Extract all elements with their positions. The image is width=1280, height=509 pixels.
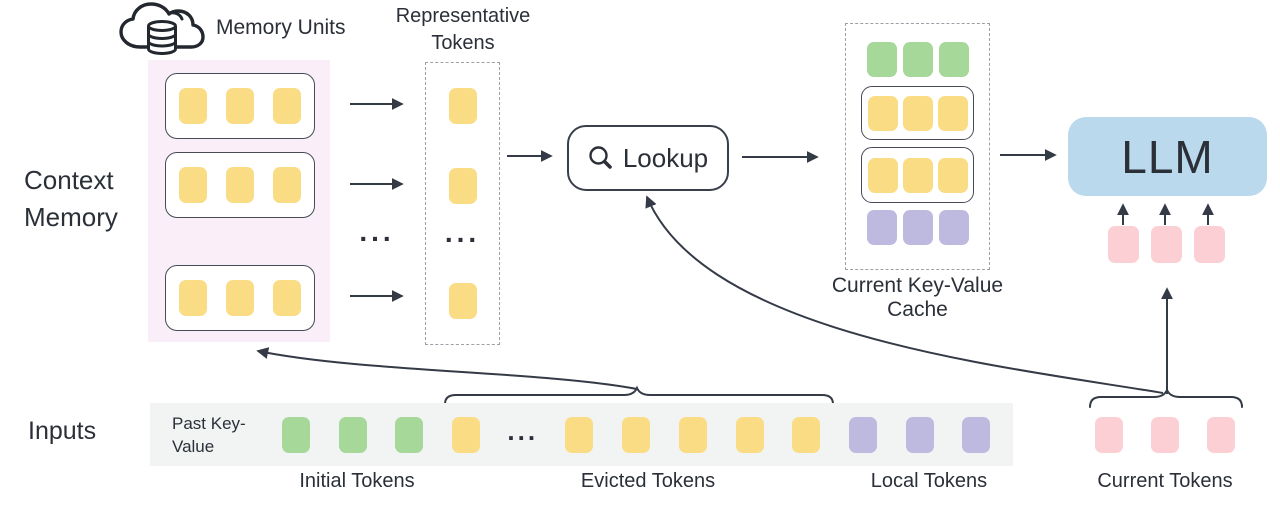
current-kv-cache-box bbox=[845, 23, 990, 270]
past-token-sequence: ... bbox=[282, 416, 991, 453]
current-token bbox=[1151, 417, 1179, 453]
search-icon bbox=[589, 146, 612, 169]
evicted-token bbox=[792, 417, 821, 453]
memory-rep-ellipsis: ... bbox=[359, 216, 395, 247]
retrieved-memory-token bbox=[902, 95, 933, 131]
initial-token bbox=[282, 417, 310, 453]
lookup-button: Lookup bbox=[567, 125, 729, 191]
memory-unit-token bbox=[226, 167, 254, 203]
representative-token bbox=[448, 88, 477, 124]
representative-token-slot bbox=[426, 283, 499, 319]
local-token bbox=[962, 417, 991, 453]
local-token bbox=[938, 210, 969, 245]
sequence-ellipsis: ... bbox=[507, 416, 539, 453]
llm-box: LLM bbox=[1068, 117, 1267, 196]
cache-initial-row bbox=[846, 42, 989, 77]
local-token bbox=[866, 210, 897, 245]
lookup-label: Lookup bbox=[622, 142, 709, 173]
llm-input-tokens bbox=[1108, 226, 1225, 263]
evicted-token bbox=[735, 417, 764, 453]
current-token bbox=[1207, 417, 1235, 453]
cloud-database-icon bbox=[119, 2, 205, 55]
representative-tokens-label: Representative Tokens bbox=[395, 5, 531, 54]
memory-unit-token bbox=[273, 280, 301, 316]
current-token bbox=[1194, 226, 1225, 263]
local-token bbox=[902, 210, 933, 245]
memory-unit bbox=[165, 73, 315, 139]
memory-unit-token bbox=[179, 280, 207, 316]
cache-memory-unit bbox=[861, 147, 974, 203]
memory-unit bbox=[165, 265, 315, 331]
ellipsis-text: ... bbox=[507, 416, 539, 446]
current-token bbox=[1095, 417, 1123, 453]
local-token bbox=[848, 417, 877, 453]
memory-unit-token bbox=[273, 88, 301, 124]
local-token bbox=[905, 417, 934, 453]
memory-units-label: Memory Units bbox=[216, 16, 346, 39]
local-tokens-group bbox=[848, 417, 991, 453]
evicted-token bbox=[452, 417, 481, 453]
memory-unit-token bbox=[179, 167, 207, 203]
retrieved-memory-token bbox=[902, 157, 933, 193]
current-tokens-label: Current Tokens bbox=[1097, 470, 1233, 492]
representative-token bbox=[448, 168, 477, 204]
retrieved-memory-token bbox=[867, 95, 898, 131]
retrieved-memory-token bbox=[867, 157, 898, 193]
brace-current-tokens bbox=[1089, 387, 1243, 408]
current-tokens-group bbox=[1095, 417, 1235, 453]
cache-memory-unit bbox=[861, 86, 974, 140]
representative-tokens-box: ... bbox=[425, 62, 500, 345]
context-memory-label: Context Memory bbox=[24, 165, 118, 232]
evicted-tokens-tail bbox=[565, 417, 821, 453]
representative-token-slot bbox=[426, 88, 499, 124]
memory-unit-token bbox=[226, 88, 254, 124]
curve-evicted-to-memory bbox=[256, 347, 638, 390]
memory-units-panel: ... bbox=[148, 60, 330, 342]
memory-unit-token bbox=[273, 167, 301, 203]
curve-current-to-lookup bbox=[645, 195, 1164, 394]
cache-local-row bbox=[846, 210, 989, 245]
current-kv-cache-label: Current Key-Value Cache bbox=[831, 274, 1004, 322]
local-tokens-label: Local Tokens bbox=[870, 470, 988, 492]
representative-ellipsis: ... bbox=[444, 217, 481, 248]
initial-token bbox=[902, 42, 933, 77]
current-token bbox=[1108, 226, 1139, 263]
evicted-token bbox=[565, 417, 594, 453]
initial-tokens-label: Initial Tokens bbox=[299, 470, 415, 492]
initial-token bbox=[395, 417, 424, 453]
past-key-value-label: Past Key-Value bbox=[172, 414, 246, 456]
current-token bbox=[1151, 226, 1182, 263]
retrieved-memory-token bbox=[937, 95, 968, 131]
initial-tokens-group bbox=[282, 417, 424, 453]
memory-unit bbox=[165, 152, 315, 218]
memory-unit-token bbox=[226, 280, 254, 316]
representative-token-slot bbox=[426, 168, 499, 204]
evicted-token bbox=[622, 417, 651, 453]
brace-evicted-tokens bbox=[444, 385, 834, 405]
llm-label: LLM bbox=[1121, 130, 1214, 183]
evicted-token bbox=[678, 417, 707, 453]
evicted-tokens-label: Evicted Tokens bbox=[580, 470, 716, 492]
representative-token bbox=[448, 283, 477, 319]
evicted-tokens-head bbox=[452, 417, 481, 453]
initial-token bbox=[938, 42, 969, 77]
memory-unit-token bbox=[179, 88, 207, 124]
inputs-label: Inputs bbox=[28, 417, 97, 445]
retrieved-memory-token bbox=[937, 157, 968, 193]
initial-token bbox=[338, 417, 367, 453]
initial-token bbox=[866, 42, 897, 77]
